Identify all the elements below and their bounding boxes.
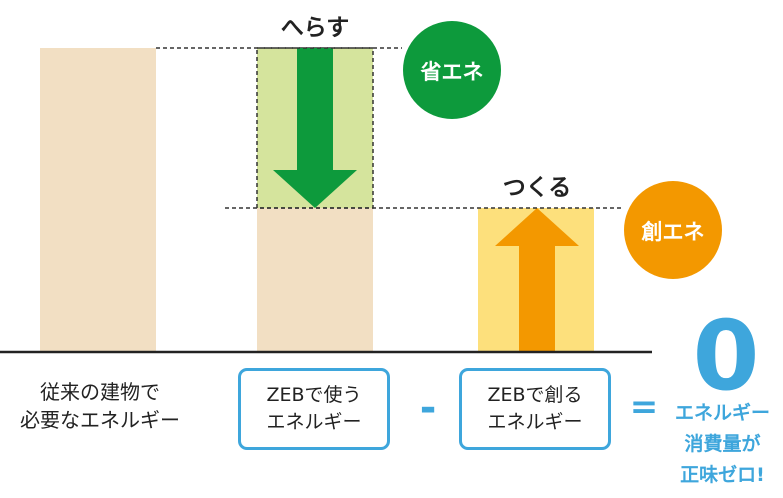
zeb-create-line2: エネルギー — [487, 411, 583, 433]
down-arrow-icon — [273, 48, 357, 208]
result-line3: 正味ゼロ! — [680, 464, 765, 486]
energy-creation-label: 創エネ — [641, 220, 705, 244]
zeb-used-energy-bar — [257, 208, 373, 352]
reduce-label: へらす — [280, 15, 350, 41]
zeb-use-line1: ZEBで使う — [266, 384, 362, 406]
result-line2: 消費量が — [684, 433, 761, 455]
zeb-use-energy-box: ZEBで使う エネルギー — [238, 368, 390, 450]
up-arrow-icon — [495, 208, 579, 352]
zero-value: 0 — [692, 300, 760, 412]
zeb-use-line2: エネルギー — [266, 411, 362, 433]
energy-saving-circle — [403, 21, 501, 119]
result-line1: エネルギー — [674, 402, 770, 424]
energy-saving-label: 省エネ — [420, 60, 484, 84]
conventional-building-label: 従来の建物で 必要なエネルギー — [0, 378, 200, 434]
net-zero-result: エネルギー 消費量が 正味ゼロ! — [662, 398, 783, 491]
conventional-label-line1: 従来の建物で — [40, 380, 160, 404]
equals-sign: = — [629, 387, 659, 427]
zeb-create-line1: ZEBで創る — [487, 384, 583, 406]
minus-sign: - — [419, 385, 437, 431]
create-label: つくる — [502, 175, 572, 201]
energy-creation-circle — [624, 181, 722, 279]
zeb-create-energy-box: ZEBで創る エネルギー — [459, 368, 611, 450]
conventional-energy-bar — [40, 48, 156, 352]
conventional-label-line2: 必要なエネルギー — [20, 408, 180, 432]
